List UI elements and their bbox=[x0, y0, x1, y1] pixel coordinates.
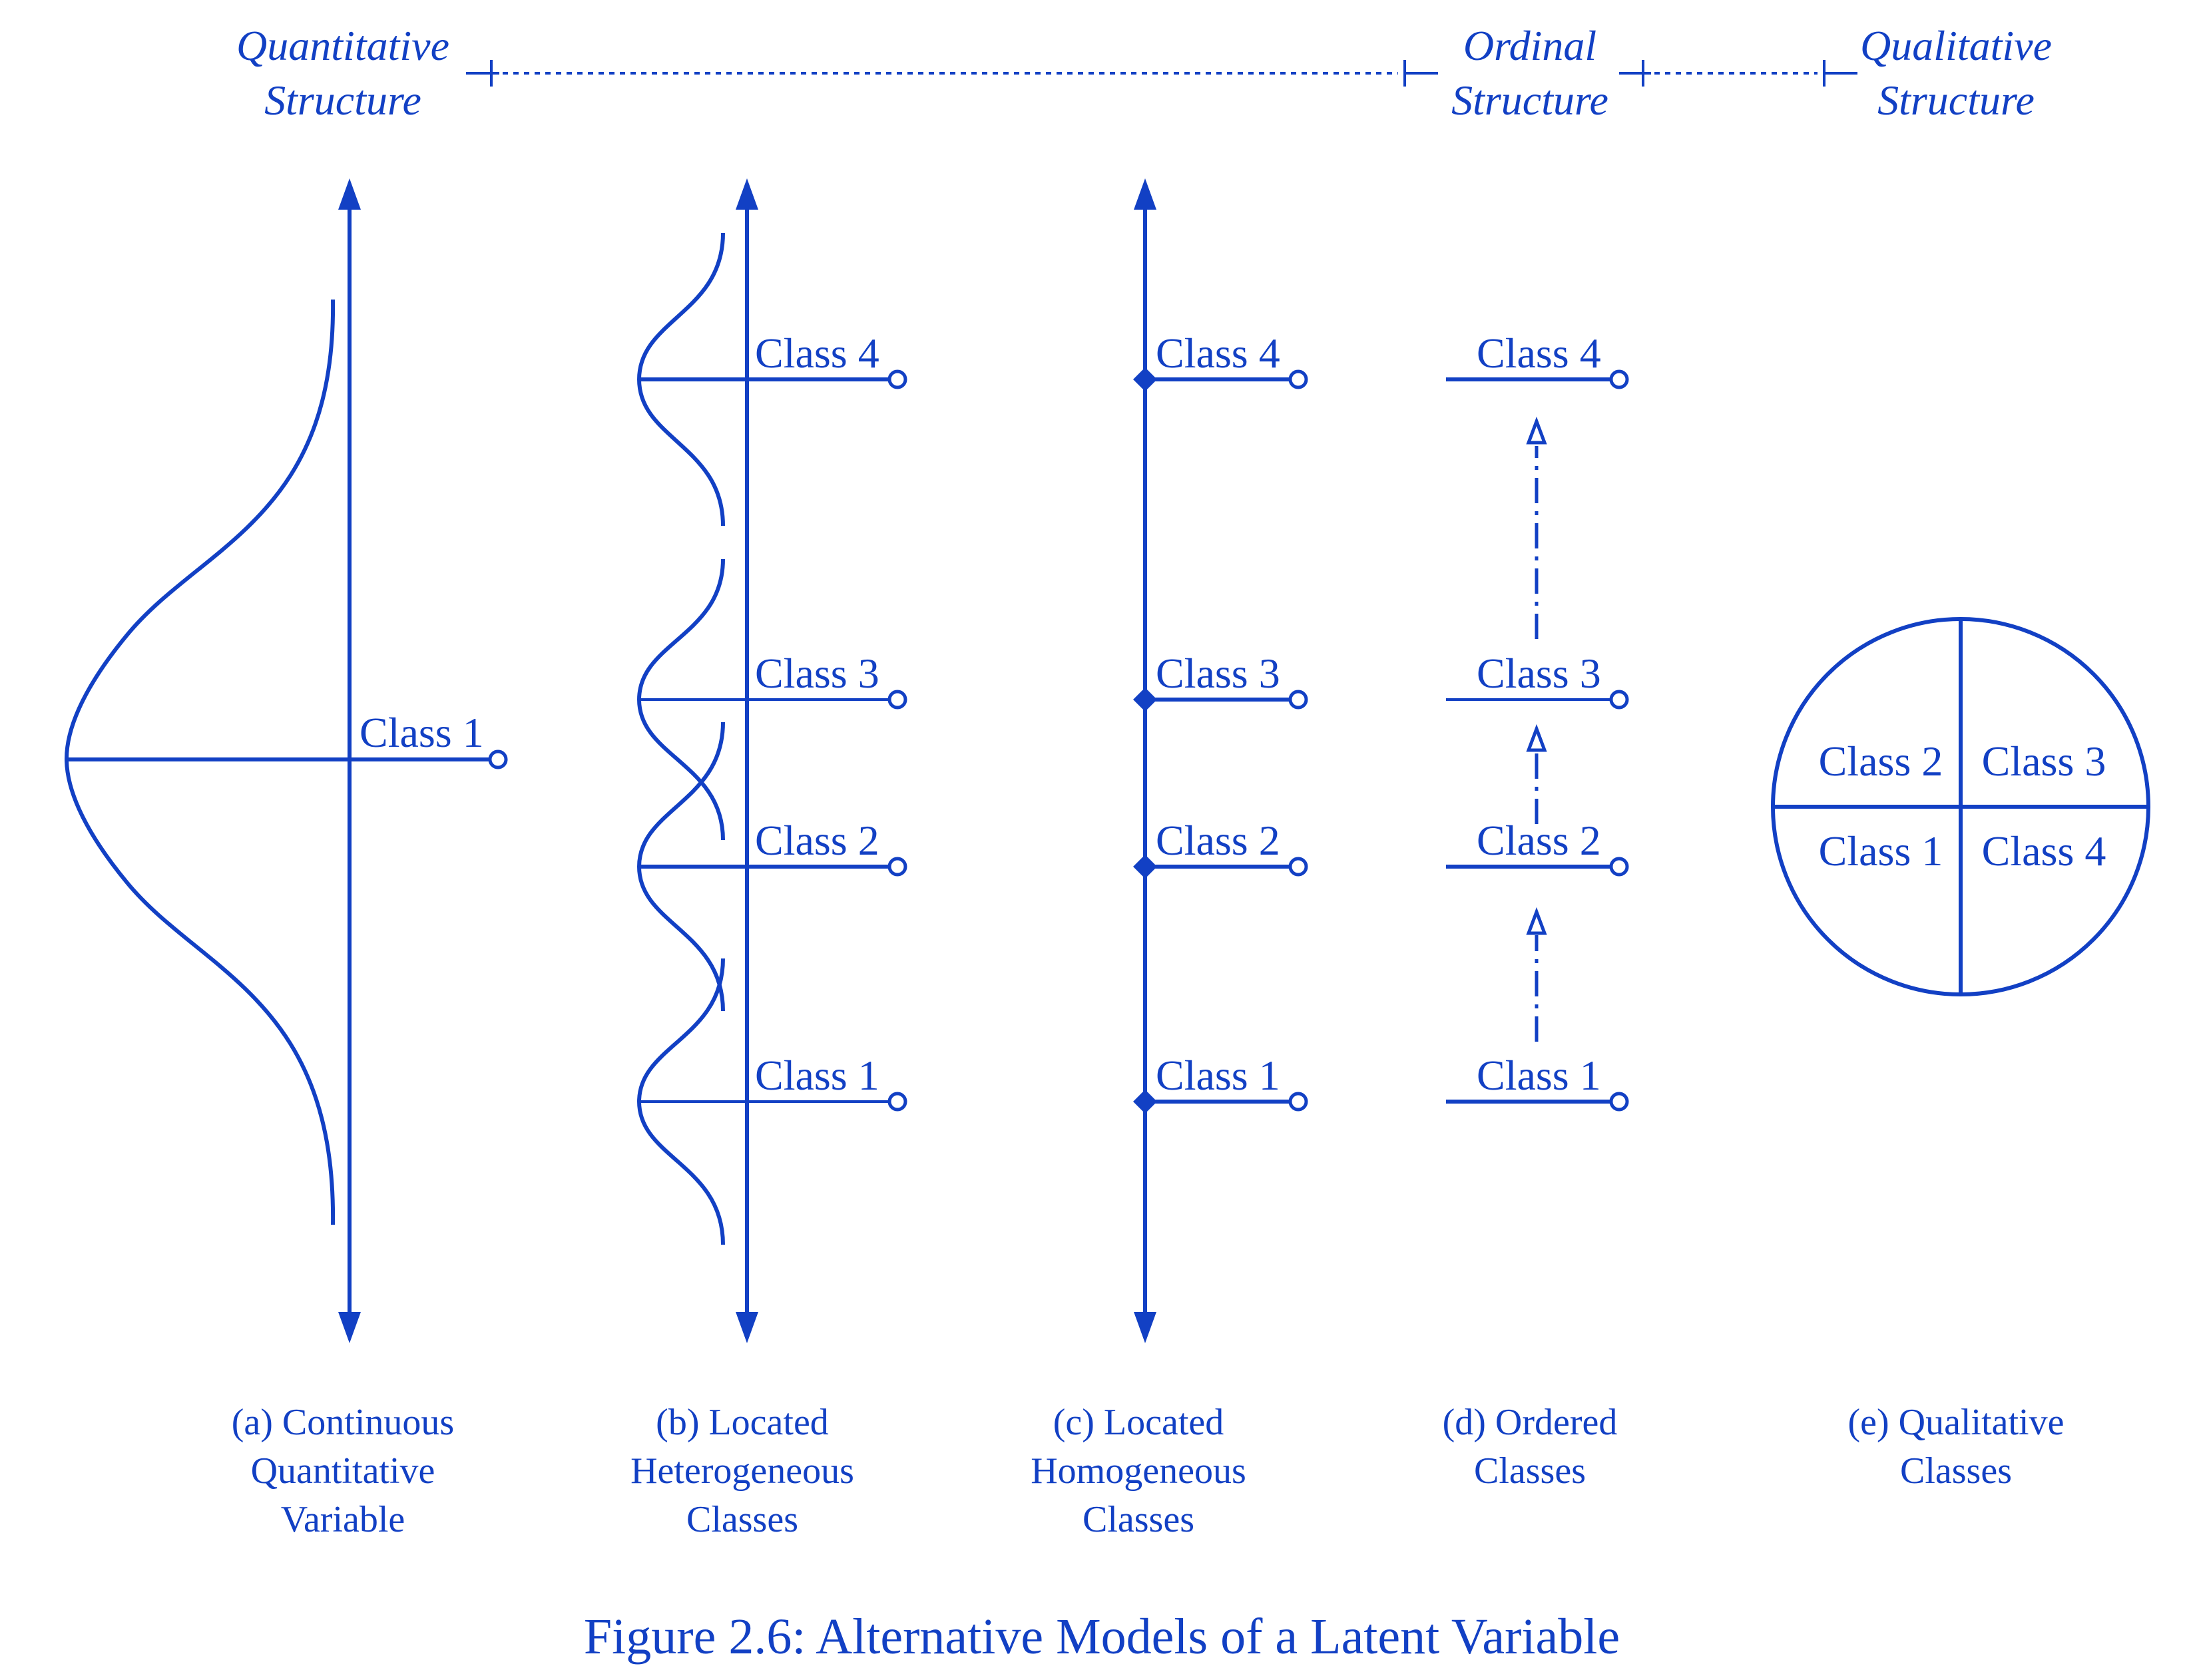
panel-b-heterogeneous: Class 4 Class 3 Class 2 Class 1 (b) Loca… bbox=[630, 178, 907, 1540]
panel-e-qualitative: Class 2 Class 3 Class 1 Class 4 (e) Qual… bbox=[1771, 617, 2150, 1492]
open-arrowhead-icon bbox=[1526, 907, 1547, 935]
connector-ordinal-qualitative bbox=[1619, 60, 1857, 87]
class-marker-a bbox=[488, 749, 508, 769]
axis-a-down-arrow-icon bbox=[338, 1312, 361, 1343]
class-label-d-1: Class 1 bbox=[1477, 1052, 1601, 1099]
class-label-d-2: Class 2 bbox=[1477, 817, 1601, 864]
class-label-d-3: Class 3 bbox=[1477, 650, 1601, 697]
class-row-d-2: Class 2 bbox=[1446, 817, 1629, 877]
panel-a-continuous: Class 1 (a) Continuous Quantitative Vari… bbox=[64, 178, 508, 1540]
connector-quantitative-ordinal bbox=[466, 60, 1438, 87]
open-arrowhead-icon bbox=[1526, 724, 1547, 752]
header-quantitative-line2: Structure bbox=[264, 77, 421, 124]
order-arrow-2-3 bbox=[1526, 724, 1547, 824]
class-row-d-3: Class 3 bbox=[1446, 650, 1629, 710]
header-ordinal-line2: Structure bbox=[1451, 77, 1608, 124]
axis-b-up-arrow-icon bbox=[736, 178, 758, 210]
class-row-c-2: Class 2 bbox=[1133, 817, 1308, 879]
header-qualitative-line1: Qualitative bbox=[1860, 22, 2052, 69]
normal-curve-a bbox=[64, 299, 336, 1225]
class-label-b-2: Class 2 bbox=[755, 817, 879, 864]
class-row-b-3: Class 3 bbox=[639, 650, 907, 710]
caption-b-line1: (b) Located bbox=[656, 1402, 829, 1443]
caption-c-line1: (c) Located bbox=[1053, 1402, 1224, 1443]
order-arrow-3-4 bbox=[1526, 416, 1547, 639]
open-arrowhead-icon bbox=[1526, 416, 1547, 445]
class-label-b-1: Class 1 bbox=[755, 1052, 879, 1099]
caption-d-line1: (d) Ordered bbox=[1443, 1402, 1618, 1443]
header-quantitative-line1: Quantitative bbox=[236, 22, 449, 69]
axis-c-up-arrow-icon bbox=[1134, 178, 1156, 210]
class-label-c-2: Class 2 bbox=[1156, 817, 1280, 864]
caption-e-line1: (e) Qualitative bbox=[1848, 1402, 2065, 1443]
class-row-c-4: Class 4 bbox=[1133, 329, 1308, 391]
caption-c-line2: Homogeneous bbox=[1031, 1450, 1246, 1492]
class-row-b-2: Class 2 bbox=[639, 817, 907, 877]
class-row-b-1: Class 1 bbox=[639, 1052, 907, 1112]
class-row-c-1: Class 1 bbox=[1133, 1052, 1308, 1114]
class-label-b-3: Class 3 bbox=[755, 650, 879, 697]
class-row-c-3: Class 3 bbox=[1133, 650, 1308, 712]
caption-e-line2: Classes bbox=[1900, 1450, 2012, 1492]
header-ordinal-line1: Ordinal bbox=[1463, 22, 1596, 69]
axis-b-down-arrow-icon bbox=[736, 1312, 758, 1343]
class-label-c-3: Class 3 bbox=[1156, 650, 1280, 697]
class-label-b-4: Class 4 bbox=[755, 329, 879, 377]
panel-c-homogeneous: Class 4 Class 3 Class 2 Class 1 (c) Loca… bbox=[1031, 178, 1308, 1540]
class-row-b-4: Class 4 bbox=[639, 329, 907, 389]
caption-b-line3: Classes bbox=[686, 1499, 798, 1540]
quadrant-bottom-right-label: Class 4 bbox=[1982, 827, 2106, 875]
quadrant-top-left-label: Class 2 bbox=[1819, 737, 1943, 785]
caption-d-line2: Classes bbox=[1474, 1450, 1586, 1492]
figure-title: Figure 2.6: Alternative Models of a Late… bbox=[584, 1609, 1620, 1665]
header-qualitative-line2: Structure bbox=[1877, 77, 2035, 124]
class-row-d-1: Class 1 bbox=[1446, 1052, 1629, 1112]
caption-a-line1: (a) Continuous bbox=[232, 1402, 454, 1443]
order-arrow-1-2 bbox=[1526, 907, 1547, 1042]
class-label-c-4: Class 4 bbox=[1156, 329, 1280, 377]
caption-c-line3: Classes bbox=[1083, 1499, 1194, 1540]
class-label-a: Class 1 bbox=[360, 709, 484, 756]
caption-b-line2: Heterogeneous bbox=[630, 1450, 854, 1492]
caption-a-line2: Quantitative bbox=[251, 1450, 435, 1492]
panel-d-ordered: Class 4 Class 3 Class 2 Class 1 bbox=[1443, 329, 1629, 1492]
axis-c-down-arrow-icon bbox=[1134, 1312, 1156, 1343]
caption-a-line3: Variable bbox=[281, 1499, 405, 1540]
axis-a-up-arrow-icon bbox=[338, 178, 361, 210]
class-row-d-4: Class 4 bbox=[1446, 329, 1629, 389]
quadrant-top-right-label: Class 3 bbox=[1982, 737, 2106, 785]
class-label-c-1: Class 1 bbox=[1156, 1052, 1280, 1099]
class-label-d-4: Class 4 bbox=[1477, 329, 1601, 377]
structure-header: Quantitative Structure Ordinal Structure… bbox=[236, 22, 2052, 124]
quadrant-bottom-left-label: Class 1 bbox=[1819, 827, 1943, 875]
